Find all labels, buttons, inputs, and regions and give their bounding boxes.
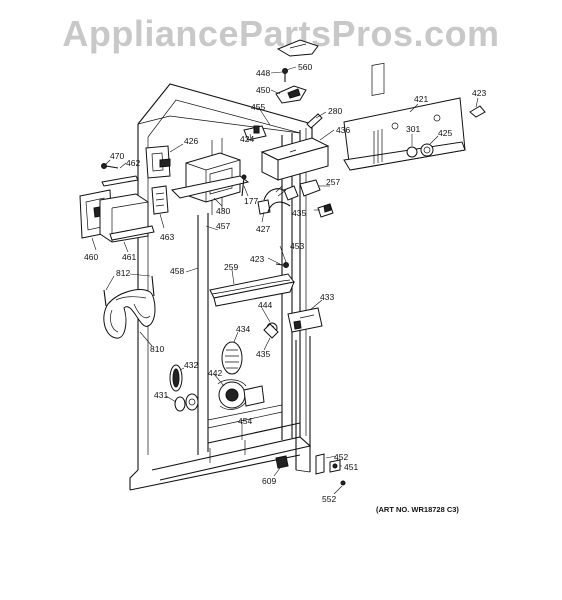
callout-552: 552 (322, 494, 336, 504)
callout-450: 450 (256, 85, 270, 95)
callout-453: 453 (290, 241, 304, 251)
callout-451: 451 (344, 462, 358, 472)
callout-423-top: 423 (472, 88, 486, 98)
part-bracket-452 (315, 453, 341, 475)
callout-560: 560 (298, 62, 312, 72)
callout-423-lower: 423 (250, 254, 264, 264)
part-knob-301 (406, 146, 418, 158)
part-grille-434 (221, 341, 243, 375)
callout-810: 810 (150, 344, 164, 354)
callout-455: 455 (251, 102, 265, 112)
callout-433: 433 (320, 292, 334, 302)
callout-257: 257 (326, 177, 340, 187)
part-screw-423-lower (283, 262, 289, 268)
part-socket-444 (263, 322, 279, 339)
part-280 (306, 113, 323, 129)
callout-460: 460 (84, 252, 98, 262)
part-cover-421 (343, 62, 466, 171)
part-257 (299, 179, 321, 197)
callout-280: 280 (328, 106, 342, 116)
part-bracket-560 (276, 39, 319, 57)
part-463 (151, 185, 169, 215)
part-shield-259 (209, 273, 295, 307)
part-knob-425 (420, 143, 434, 157)
callout-259: 259 (224, 262, 238, 272)
callout-425: 425 (438, 128, 452, 138)
part-screw-552 (340, 480, 346, 486)
part-609 (275, 455, 289, 469)
callout-442: 442 (208, 368, 222, 378)
part-heater-810 (103, 275, 156, 339)
callout-448: 448 (256, 68, 270, 78)
callout-427: 427 (256, 224, 270, 234)
part-housing-436 (260, 137, 330, 181)
callout-labels: 448 560 450 455 280 421 423 436 424 301 … (84, 62, 486, 504)
part-bracket-433 (287, 307, 323, 333)
part-wiring-427 (257, 185, 299, 215)
part-housing-461 (99, 193, 155, 243)
callout-609: 609 (262, 476, 276, 486)
callout-432: 432 (184, 360, 198, 370)
callout-458: 458 (170, 266, 184, 276)
callout-301: 301 (406, 124, 420, 134)
callout-434: 434 (236, 324, 250, 334)
callout-436: 436 (336, 125, 350, 135)
part-462 (101, 175, 139, 187)
callout-457: 457 (216, 221, 230, 231)
part-plug-423 (469, 105, 486, 118)
callout-435-lower: 435 (256, 349, 270, 359)
callout-435-upper: 435 (292, 208, 306, 218)
part-assembly-430 (145, 145, 250, 203)
callout-812: 812 (116, 268, 130, 278)
leader-lines (91, 66, 479, 495)
part-screw-470 (101, 163, 119, 169)
art-number: (ART NO. WR18728 C3) (376, 505, 459, 514)
callout-177: 177 (244, 196, 258, 206)
part-group-top (275, 39, 323, 129)
callout-463: 463 (160, 232, 174, 242)
part-fan-motor-442 (217, 379, 265, 410)
part-screw-448 (282, 68, 288, 74)
callout-461: 461 (122, 252, 136, 262)
callout-454: 454 (238, 416, 252, 426)
callout-431: 431 (154, 390, 168, 400)
watermark-logo: AppliancePartsPros.com (62, 13, 499, 54)
callout-444: 444 (258, 300, 272, 310)
callout-452: 452 (334, 452, 348, 462)
part-screw-177 (241, 176, 245, 197)
part-cap-431 (174, 393, 199, 412)
callout-462: 462 (126, 158, 140, 168)
part-grommet-432 (169, 364, 183, 392)
callout-421: 421 (414, 94, 428, 104)
callout-430: 430 (216, 206, 230, 216)
callout-470: 470 (110, 151, 124, 161)
callout-426: 426 (184, 136, 198, 146)
callout-424: 424 (240, 134, 254, 144)
